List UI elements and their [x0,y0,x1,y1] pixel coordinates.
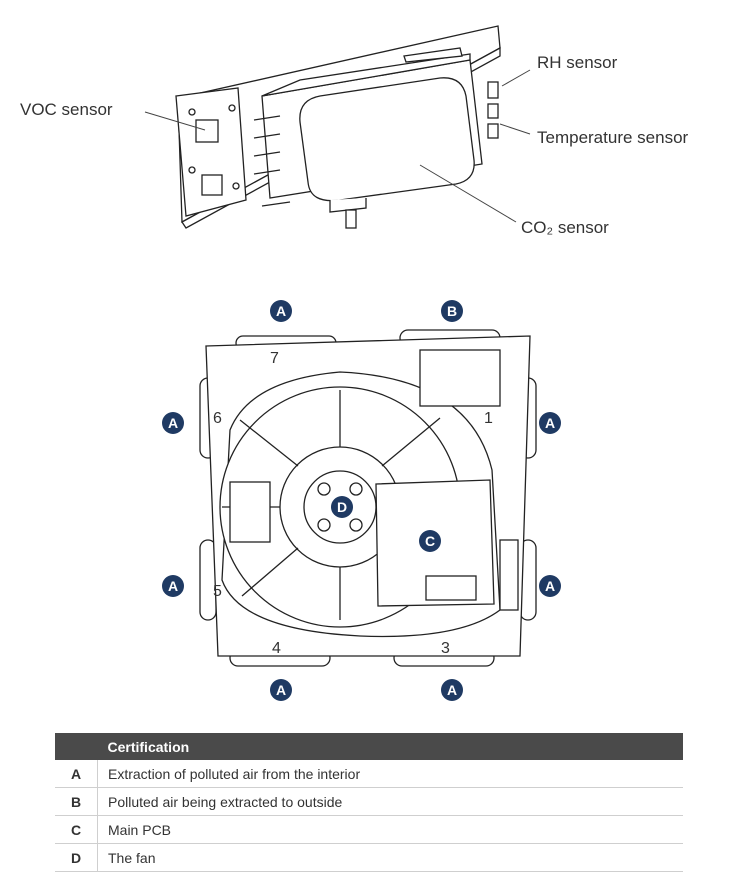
badge-a-bottom-right: A [441,679,463,701]
badge-layer: A B A A D C A A A A [162,300,561,701]
co2-sensor-label: CO₂ sensor [521,218,609,237]
badge-a-right-top: A [539,412,561,434]
badge-a-right-bottom: A [539,575,561,597]
badge-a-top: A [270,300,292,322]
port-number-5: 5 [213,583,222,600]
legend-table: Certification A Extraction of polluted a… [55,733,683,872]
port-number-6: 6 [213,410,222,427]
svg-text:A: A [447,682,457,698]
row-description: Main PCB [97,815,683,844]
row-key: C [55,815,98,844]
svg-text:A: A [545,578,555,594]
badge-a-bottom-left: A [270,679,292,701]
row-description: The fan [97,843,683,872]
sensor-board-illustration [144,25,531,229]
badge-c: C [419,530,441,552]
row-key: D [55,843,98,872]
svg-text:A: A [168,415,178,431]
table-row: A Extraction of polluted air from the in… [55,760,683,788]
ventilation-unit-illustration [199,329,537,667]
table-row: C Main PCB [55,815,683,844]
svg-text:D: D [337,499,347,515]
rh-sensor-label: RH sensor [537,53,618,72]
description-column-header: Certification [97,733,683,760]
table-row: D The fan [55,843,683,872]
row-key: A [55,760,98,788]
row-key: B [55,787,98,816]
svg-text:A: A [545,415,555,431]
row-description: Polluted air being extracted to outside [97,787,683,816]
badge-a-left-bottom: A [162,575,184,597]
port-number-3: 3 [441,640,450,657]
key-column-header [55,733,98,760]
svg-text:B: B [447,303,457,319]
svg-text:A: A [168,578,178,594]
badge-b: B [441,300,463,322]
port-number-7: 7 [270,350,279,367]
row-description: Extraction of polluted air from the inte… [97,760,683,788]
table-header-row: Certification [55,733,683,760]
svg-text:A: A [276,303,286,319]
temperature-sensor-label: Temperature sensor [537,128,689,147]
voc-sensor-label: VOC sensor [20,100,113,119]
svg-text:C: C [425,533,435,549]
port-number-4: 4 [272,640,281,657]
table-row: B Polluted air being extracted to outsid… [55,787,683,816]
port-number-1: 1 [484,410,493,427]
badge-d: D [331,496,353,518]
badge-a-left-top: A [162,412,184,434]
svg-text:A: A [276,682,286,698]
